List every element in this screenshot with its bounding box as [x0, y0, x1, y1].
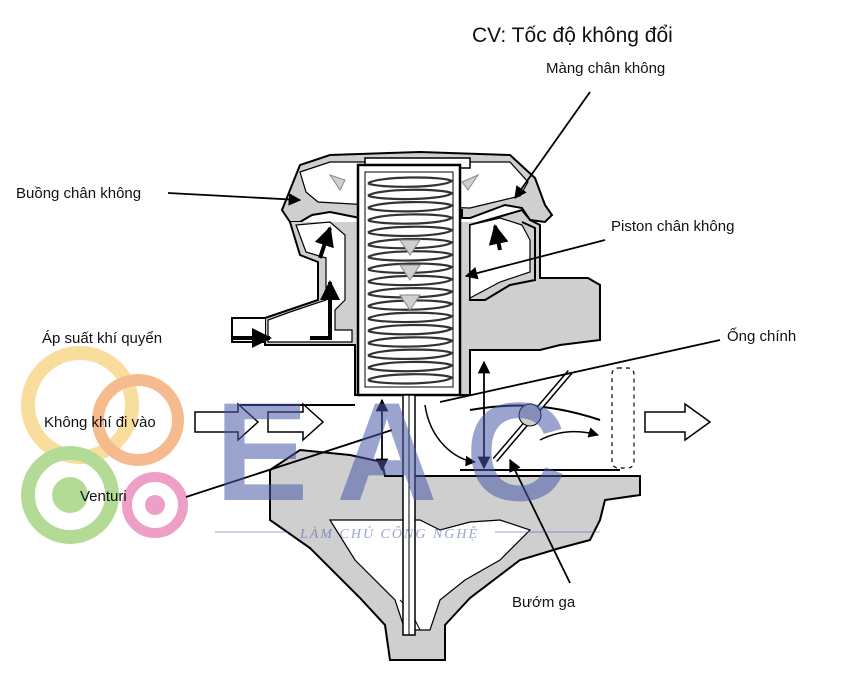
label-throttle: Bướm ga [512, 594, 576, 611]
spring-coil [367, 274, 455, 287]
carburetor-base [269, 448, 641, 661]
throttle-flow-arrow [539, 427, 600, 441]
diagram-title: CV: Tốc độ không đổi [472, 24, 673, 47]
spring-coil [367, 188, 455, 201]
leader-lines [167, 91, 721, 584]
label-main-tube: Ống chính [727, 328, 797, 345]
spring-coil [367, 336, 455, 348]
spring-coil [367, 287, 455, 299]
watermark-letters: EAC [215, 373, 595, 530]
label-venturi: Venturi [80, 488, 127, 505]
label-atmospheric-pressure: Áp suất khí quyển [42, 330, 163, 347]
spring-coil [367, 201, 455, 213]
spring-coil [367, 225, 455, 238]
spring-coil [367, 262, 455, 274]
spring-coil [367, 311, 455, 324]
lift-arrows [375, 360, 491, 472]
watermark-subtitle: LÀM CHỦ CÔNG NGHỆ [299, 525, 479, 542]
spring-coil [367, 348, 455, 360]
dashed-outlet [611, 367, 635, 469]
spring-coil [367, 323, 455, 336]
label-intake-air: Không khí đi vào [44, 414, 156, 431]
label-vacuum-diaphragm: Màng chân không [546, 60, 666, 77]
spring-coil [367, 360, 455, 373]
chamber-arrows [328, 173, 480, 191]
flow-curve-arrow [424, 404, 477, 467]
watermark-logo [21, 346, 188, 544]
throttle-valve [492, 370, 573, 462]
spring-coil [367, 237, 455, 250]
main-tube [402, 394, 416, 636]
piston-flow-arrows [399, 239, 421, 311]
label-vacuum-piston: Piston chân không [611, 218, 735, 235]
spring-coil [367, 176, 455, 188]
spring-coil [367, 373, 455, 385]
atmospheric-arrows [232, 224, 509, 348]
spring [367, 176, 455, 385]
spring-coil [367, 213, 455, 225]
intake-arrows [194, 402, 712, 442]
watermark-text: EAC LÀM CHỦ CÔNG NGHỆ [215, 373, 600, 542]
spring-coil [367, 250, 455, 262]
label-vacuum-chamber: Buồng chân không [16, 185, 142, 202]
spring-coil [367, 299, 455, 311]
